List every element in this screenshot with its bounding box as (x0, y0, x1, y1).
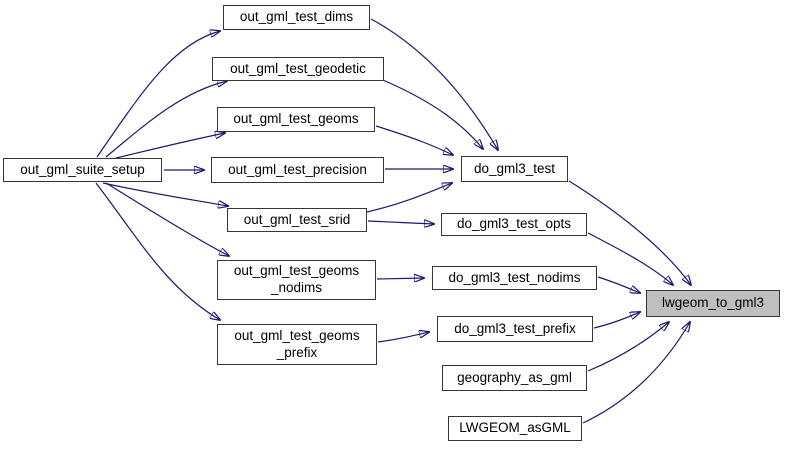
node-out-gml-test-geoms-nodims[interactable]: out_gml_test_geoms _nodims (217, 260, 376, 300)
edge-setup-to-geodetic (105, 81, 227, 158)
node-out-gml-test-geoms[interactable]: out_gml_test_geoms (217, 107, 375, 132)
edge-srid-to-do-test (366, 183, 452, 213)
node-do-gml3-test-nodims[interactable]: do_gml3_test_nodims (432, 266, 597, 290)
node-out-gml-test-dims[interactable]: out_gml_test_dims (223, 5, 370, 30)
edge-do-prefix-to-target (593, 312, 640, 329)
edge-geoms-prefix-to-do-prefix (377, 332, 429, 343)
edge-do-nodims-to-target (597, 276, 640, 293)
node-do-gml3-test[interactable]: do_gml3_test (461, 156, 568, 182)
edge-geodetic-to-do-test (382, 79, 483, 149)
node-out-gml-suite-setup[interactable]: out_gml_suite_setup (3, 158, 162, 182)
edge-geoms-to-do-test (375, 125, 453, 155)
node-out-gml-test-geoms-prefix[interactable]: out_gml_test_geoms _prefix (217, 324, 377, 365)
node-lwgeom-to-gml3: lwgeom_to_gml3 (646, 290, 780, 317)
edge-setup-to-geoms (115, 133, 225, 159)
edge-do-opts-to-target (587, 232, 673, 285)
edge-setup-to-geoms-nodims (105, 182, 229, 256)
node-geography-as-gml[interactable]: geography_as_gml (442, 365, 587, 391)
node-label-line2: _nodims (270, 280, 323, 295)
node-label-line1: out_gml_test_geoms (234, 327, 360, 343)
edge-do-test-to-target (568, 180, 691, 285)
node-label-line1: out_gml_test_geoms (233, 263, 360, 279)
node-label-line2: _prefix (276, 344, 318, 360)
edge-lwgeom-asgml-to-target (582, 322, 690, 424)
node-lwgeom-asgml[interactable]: LWGEOM_asGML (448, 416, 582, 441)
edge-srid-to-do-opts (367, 221, 434, 224)
node-do-gml3-test-prefix[interactable]: do_gml3_test_prefix (437, 316, 593, 342)
edge-dims-to-do-test (370, 18, 498, 150)
edge-setup-to-dims (96, 31, 220, 158)
node-out-gml-test-geodetic[interactable]: out_gml_test_geodetic (212, 57, 384, 81)
edge-geoms-nodims-to-do-nodims (376, 278, 424, 279)
edge-geography-to-target (587, 322, 669, 372)
edge-setup-to-srid (102, 182, 228, 206)
edge-setup-to-geoms-prefix (95, 182, 220, 320)
node-out-gml-test-srid[interactable]: out_gml_test_srid (227, 208, 367, 232)
node-out-gml-test-precision[interactable]: out_gml_test_precision (211, 157, 384, 183)
node-do-gml3-test-opts[interactable]: do_gml3_test_opts (441, 213, 587, 236)
